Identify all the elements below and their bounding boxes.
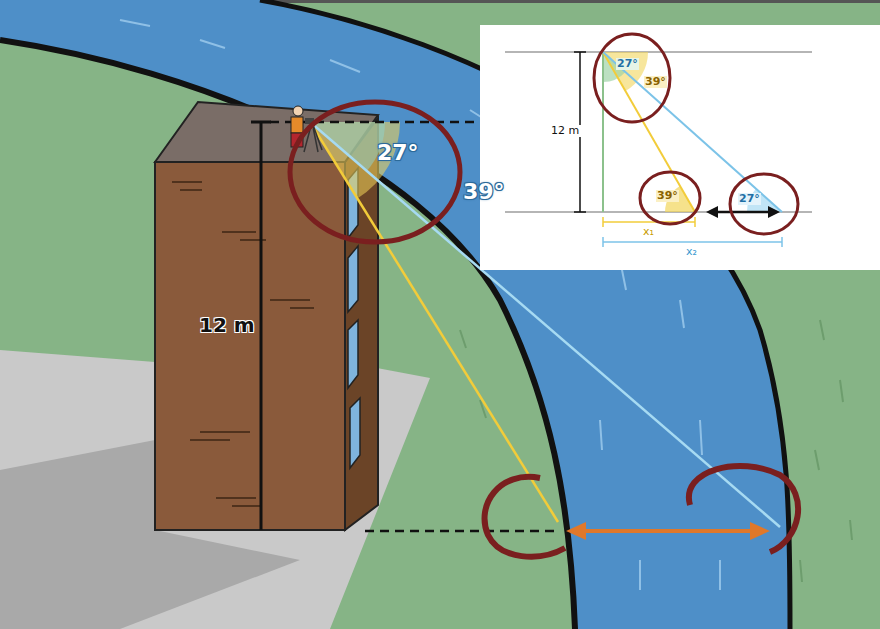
height-tick: [574, 211, 586, 213]
window: [350, 398, 360, 468]
highlight-circle: [485, 477, 565, 557]
dimension-tick: [602, 217, 604, 227]
sight-line: [603, 52, 782, 212]
building-line: [602, 52, 604, 212]
angle-label: 39°: [656, 190, 679, 202]
inset: [480, 25, 880, 270]
height-tick: [251, 121, 271, 124]
body: [291, 117, 303, 133]
angle-label: 27°: [377, 141, 419, 165]
level-line: [505, 51, 812, 53]
arrowhead: [566, 522, 586, 540]
window: [348, 246, 358, 312]
highlight-circle: [594, 34, 670, 122]
building-front: [155, 162, 345, 530]
inset-panel: [480, 25, 880, 270]
bricks: [172, 182, 314, 506]
height-tick: [574, 51, 586, 53]
grass-stroke: [460, 320, 852, 582]
head: [293, 106, 303, 116]
level-line: [505, 211, 812, 213]
dimension-tick: [602, 237, 604, 247]
angle-label: 39°: [644, 76, 667, 88]
highlight-circle: [730, 174, 798, 234]
arrowhead: [706, 206, 718, 218]
sight-line: [603, 52, 695, 212]
highlight-circle: [290, 102, 460, 242]
dimension-line: [603, 241, 782, 243]
distance-arrow: [716, 211, 770, 214]
dimension-tick: [694, 217, 696, 227]
angle-label: 27°: [738, 193, 761, 205]
dimension-label: x₂: [685, 246, 698, 258]
height-label: 12 m: [196, 313, 258, 337]
angle-label: 39°: [463, 180, 505, 204]
dimension-tick: [781, 237, 783, 247]
window: [348, 320, 358, 388]
height-label: 12 m: [549, 125, 581, 137]
grass-strokes: [460, 320, 852, 582]
highlight-circle: [640, 172, 700, 224]
height-line: [260, 122, 263, 530]
highlight-circle: [689, 466, 798, 552]
windows: [348, 168, 360, 468]
dimension-label: x₁: [642, 226, 655, 238]
distance-arrow: [582, 529, 752, 533]
brick-lines: [172, 182, 314, 506]
ground-dashed: [365, 530, 558, 533]
arrowhead: [750, 522, 770, 540]
angle-label: 27°: [616, 58, 639, 70]
arrowhead: [768, 206, 780, 218]
